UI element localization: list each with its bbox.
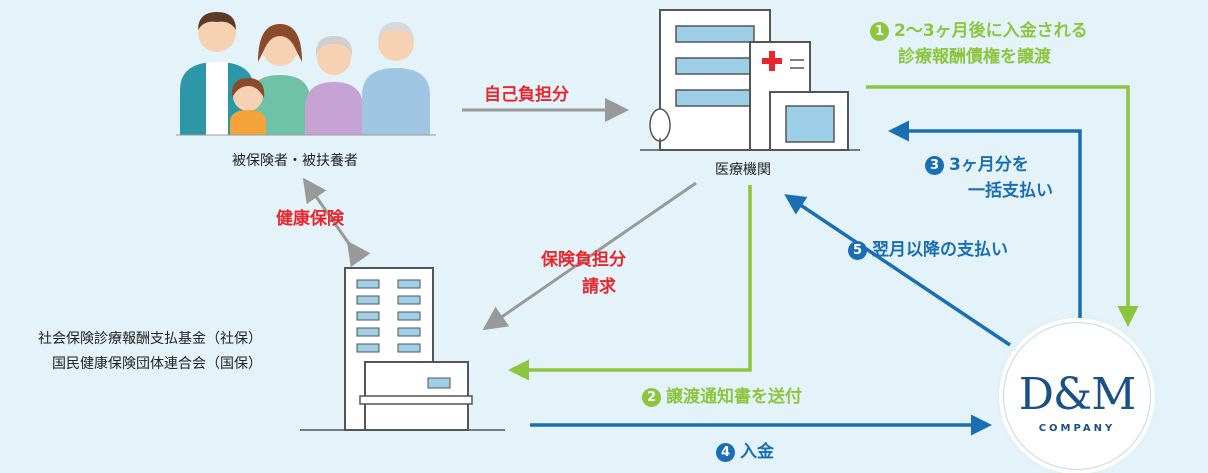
logo-sub-text: COMPANY — [1038, 423, 1116, 434]
step3-label-line2: 一括支払い — [968, 181, 1053, 201]
step4-number: 4 — [716, 443, 735, 462]
step1-label-line2: 診療報酬債権を譲渡 — [898, 47, 1051, 67]
self-pay-label: 自己負担分 — [484, 85, 569, 105]
step5-number: 5 — [848, 241, 867, 260]
arrow-insurance-claim — [482, 181, 697, 331]
fund-building — [300, 267, 505, 431]
fund-label-line1: 社会保険診療報酬支払基金（社保） — [38, 331, 262, 347]
step3-number: 3 — [925, 156, 944, 175]
step1-number: 1 — [870, 22, 889, 41]
hospital-building — [640, 9, 860, 151]
arrow-step1 — [866, 85, 1139, 327]
step2-number: 2 — [642, 388, 661, 407]
insured-label: 被保険者・被扶養者 — [232, 153, 358, 169]
insurance-claim-label-line1: 保険負担分 — [541, 250, 626, 270]
logo-main-text: D&M — [1018, 369, 1137, 420]
hospital-label: 医療機関 — [715, 162, 771, 178]
arrow-step3 — [888, 120, 1082, 318]
fund-label-line2: 国民健康保険団体連合会（国保） — [52, 356, 262, 372]
arrow-step5 — [784, 194, 1011, 347]
insurance-claim-label-line2: 請求 — [582, 277, 616, 297]
health-insurance-label: 健康保険 — [276, 209, 344, 229]
dm-company-logo: D&M COMPANY — [1003, 322, 1151, 470]
arrow-health-insurance — [302, 177, 371, 268]
arrow-step2 — [508, 185, 752, 381]
family-illustration — [176, 12, 436, 136]
